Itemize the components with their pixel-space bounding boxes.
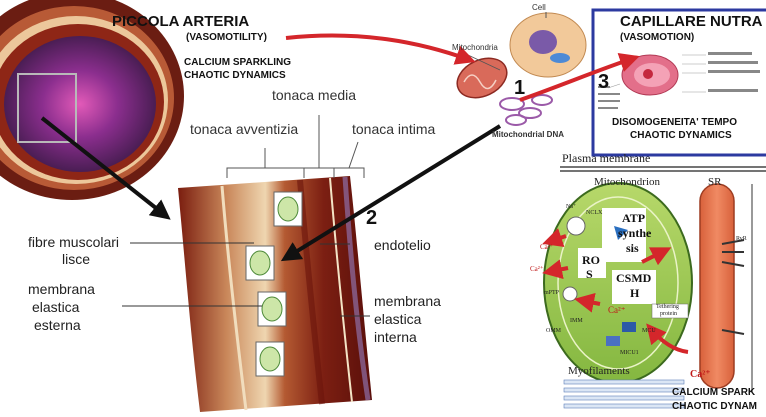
ca-left-label-2: Ca²⁺: [530, 266, 544, 273]
membrana-interna-line2: elastica: [374, 312, 421, 326]
muscle-cell-1: [274, 192, 302, 226]
capillary-footer-line2: CHAOTIC DYNAMICS: [630, 131, 732, 141]
chaotic-dynamics-label: CHAOTIC DYNAMICS: [184, 71, 286, 81]
atp-label-line1: ATP: [622, 212, 645, 224]
tonaca-avventizia-label: tonaca avventizia: [190, 122, 298, 136]
na-label: Na⁺: [566, 204, 576, 210]
tethering-label-line1: Tethering: [656, 304, 679, 310]
tonaca-media-label: tonaca media: [272, 88, 356, 102]
mcu-label: MCU: [642, 328, 656, 334]
tonaca-intima-label: tonaca intima: [352, 122, 435, 136]
omm-label: OMM: [546, 328, 561, 334]
cell-label: Cell: [532, 4, 546, 12]
vasomotility-label: (VASOMOTILITY): [186, 33, 267, 43]
muscle-cell-3: [258, 292, 286, 326]
calcium-sparkling-label: CALCIUM SPARKLING: [184, 58, 291, 68]
mitochondria-label: Mitochondria: [452, 44, 498, 52]
red-arrow-1: [286, 35, 470, 60]
nclx-label: NCLX: [586, 210, 602, 216]
chaotic-dynam-bottom-line2: CHAOTIC DYNAM: [672, 402, 757, 412]
imm-label: IMM: [570, 318, 583, 324]
lisce-label: lisce: [62, 252, 90, 266]
membrana-interna-line3: interna: [374, 330, 417, 344]
csmdh-label-line1: CSMD: [616, 272, 651, 284]
ca-mito-label: Ca²⁺: [608, 306, 625, 315]
vasomotion-label: (VASOMOTION): [620, 33, 694, 43]
sr-label: SR: [708, 177, 721, 188]
mitochondrial-dna-label: Mitochondrial DNA: [492, 131, 564, 139]
calcium-spark-bottom-line1: CALCIUM SPARK: [672, 388, 755, 398]
tethering-label-line2: protein: [660, 311, 677, 317]
mitochondrion-illustration: [451, 51, 513, 106]
muscle-cell-4: [256, 342, 284, 376]
endotelio-label: endotelio: [374, 238, 431, 252]
step-number-3: 3: [598, 72, 609, 92]
mitochondrion-label: Mitochondrion: [594, 177, 660, 188]
artery-cross-section: [0, 0, 184, 200]
ryr-label: RyR: [736, 236, 747, 242]
ca-left-label-1: Ca²⁺: [540, 244, 554, 251]
step-number-1: 1: [514, 78, 525, 98]
csmdh-label-line2: H: [630, 287, 639, 299]
micu1-label: MICU1: [620, 350, 639, 356]
artery-title: PICCOLA ARTERIA: [112, 14, 249, 29]
cell-illustration: [510, 12, 586, 77]
ca-bottom-label: Ca²⁺: [690, 370, 711, 380]
myofilaments-label: Myofilaments: [568, 366, 630, 377]
ros-label-line2: S: [586, 268, 593, 280]
step-number-2: 2: [366, 208, 377, 228]
atp-label-line2: synthe: [618, 227, 651, 239]
atp-label-line3: sis: [626, 242, 639, 254]
membrana-esterna-line1: membrana: [28, 282, 95, 296]
capillary-footer-line1: DISOMOGENEITA' TEMPO: [612, 118, 737, 128]
ros-label-line1: RO: [582, 254, 600, 266]
membrana-esterna-line3: esterna: [34, 318, 81, 332]
fibre-muscolari-label: fibre muscolari: [28, 235, 119, 249]
membrana-interna-line1: membrana: [374, 294, 441, 308]
muscle-cell-2: [246, 246, 274, 280]
plasma-membrane-label: Plasma membrane: [562, 152, 650, 164]
capillary-title: CAPILLARE NUTRA: [620, 14, 763, 29]
membrana-esterna-line2: elastica: [32, 300, 79, 314]
mptp-label: mPTP: [544, 290, 559, 296]
